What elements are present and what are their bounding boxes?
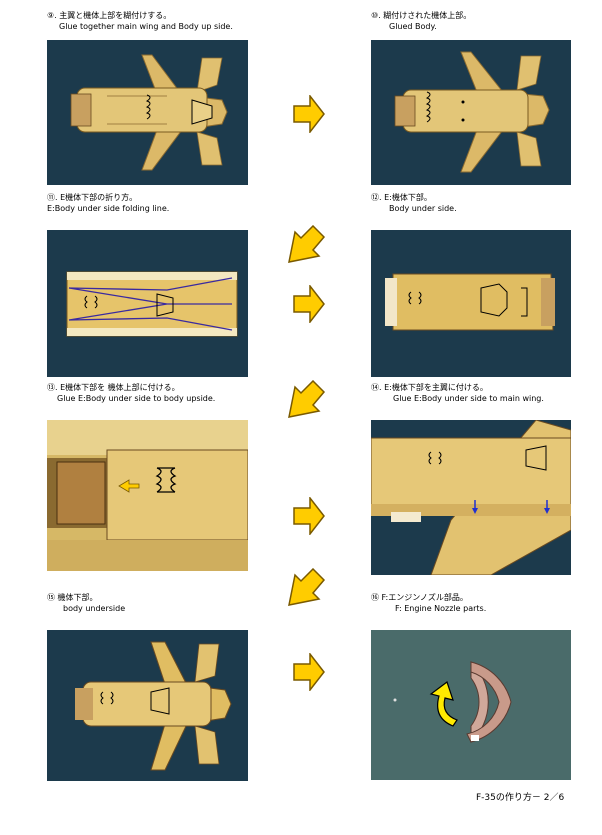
step-15-photo [47,630,248,781]
arrow-right-icon [293,651,325,695]
step-11-photo [47,230,248,377]
step-15-caption: ⑮ 機体下部。 body underside [47,592,125,614]
arrow-right-icon [293,495,325,539]
step-13-photo [47,420,248,571]
arrow-down-left-icon [286,379,326,424]
step-10-caption: ⑩. 糊付けされた機体上部。 Glued Body. [371,10,471,32]
page-footer: F-35の作り方－ 2／6 [476,793,565,803]
step-14-title: ⑭. E:機体下部を主翼に付ける。 [371,383,488,392]
step-9-title: ⑨. 主翼と機体上部を糊付けする。 [47,11,172,20]
step-9-caption: ⑨. 主翼と機体上部を糊付けする。 Glue together main win… [47,10,233,32]
step-11-caption: ⑪. E機体下部の折り方。 E:Body under side folding … [47,192,169,214]
step-13-caption: ⑬. E機体下部を 機体上部に付ける。 Glue E:Body under si… [47,382,215,404]
step-15-subtitle: body underside [63,604,126,613]
arrow-down-left-icon [286,224,326,269]
step-10-subtitle: Glued Body. [389,22,437,31]
step-12-caption: ⑫. E:機体下部。 Body under side. [371,192,457,214]
step-12-photo [371,230,571,377]
step-14-subtitle: Glue E:Body under side to main wing. [393,394,544,403]
step-13-title: ⑬. E機体下部を 機体上部に付ける。 [47,383,180,392]
step-16-subtitle: F: Engine Nozzle parts. [395,604,487,613]
step-11-title: ⑪. E機体下部の折り方。 [47,193,138,202]
step-9-photo [47,40,248,185]
step-16-photo [371,630,571,780]
step-10-title: ⑩. 糊付けされた機体上部。 [371,11,472,20]
step-12-subtitle: Body under side. [389,204,457,213]
step-9-subtitle: Glue together main wing and Body up side… [59,22,233,31]
step-13-subtitle: Glue E:Body under side to body upside. [57,394,216,403]
arrow-down-left-icon [286,567,326,612]
arrow-right-icon [293,283,325,327]
step-16-caption: ⑯ F:エンジンノズル部品。 F: Engine Nozzle parts. [371,592,486,614]
step-12-title: ⑫. E:機体下部。 [371,193,432,202]
step-15-title: ⑮ 機体下部。 [47,593,98,602]
step-14-caption: ⑭. E:機体下部を主翼に付ける。 Glue E:Body under side… [371,382,544,404]
step-11-subtitle: E:Body under side folding line. [47,204,170,213]
step-10-photo [371,40,571,185]
step-16-title: ⑯ F:エンジンノズル部品。 [371,593,468,602]
step-14-photo [371,420,571,575]
arrow-right-icon [293,93,325,137]
